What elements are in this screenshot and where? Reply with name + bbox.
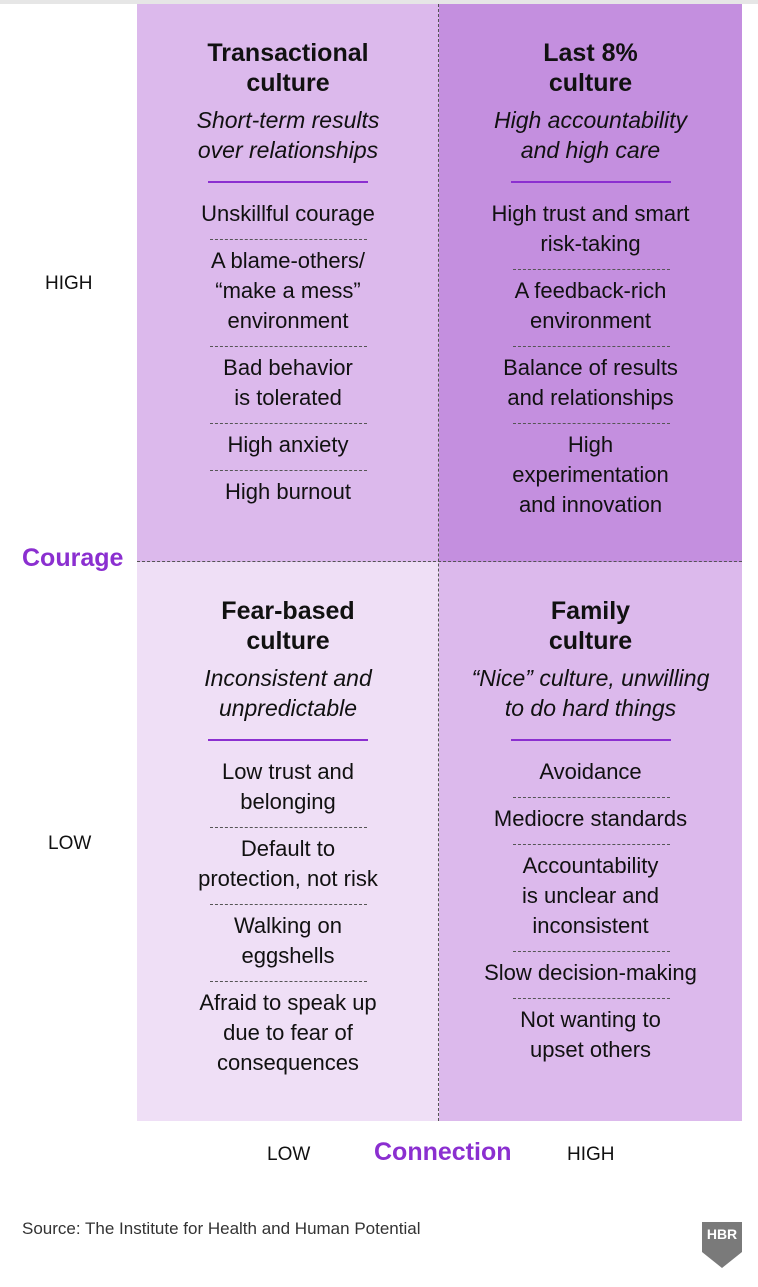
list-item: Accountability is unclear and inconsiste… (439, 844, 742, 951)
list-item: Avoidance (539, 759, 642, 784)
quadrant-title: Last 8% culture (543, 39, 638, 97)
accent-rule (208, 739, 368, 741)
accent-rule (510, 739, 671, 741)
list-item: Default to protection, not risk (137, 827, 439, 904)
x-axis-high-label: HIGH (567, 1144, 615, 1165)
x-axis-low-label: LOW (267, 1144, 311, 1165)
y-axis-low-label: LOW (48, 833, 92, 854)
list-item: High trust and smart risk-taking (491, 201, 690, 256)
quadrant-title: Fear-based culture (221, 597, 355, 655)
quadrant-subtitle: High accountability and high care (493, 107, 688, 163)
list-item: Bad behavior is tolerated (137, 346, 439, 423)
list-item: High experimentation and innovation (439, 423, 742, 530)
list-item: Mediocre standards (439, 797, 742, 844)
accent-rule (510, 181, 671, 183)
quadrant-transactional-culture: Transactional culture Short-term results… (137, 4, 439, 562)
list-item: Low trust and belonging (221, 759, 355, 814)
vertical-divider (438, 4, 439, 1121)
list-item: Not wanting to upset others (439, 998, 742, 1075)
y-axis-label: Courage (22, 544, 124, 572)
horizontal-divider (137, 561, 742, 562)
quadrant-last-8-culture: Last 8% culture High accountability and … (439, 4, 742, 562)
list-item: A blame-others/ “make a mess” environmen… (137, 239, 439, 346)
list-item: High anxiety (137, 423, 439, 470)
list-item: Unskillful courage (201, 201, 375, 226)
list-item: Walking on eggshells (137, 904, 439, 981)
source-note: Source: The Institute for Health and Hum… (22, 1219, 421, 1238)
quadrant-subtitle: Inconsistent and unpredictable (204, 665, 372, 721)
list-item: Afraid to speak up due to fear of conseq… (137, 981, 439, 1088)
top-bar (0, 0, 758, 4)
list-item: A feedback-rich environment (439, 269, 742, 346)
accent-rule (208, 181, 368, 183)
list-item: Slow decision-making (439, 951, 742, 998)
list-item: Balance of results and relationships (439, 346, 742, 423)
quadrant-fear-based-culture: Fear-based culture Inconsistent and unpr… (137, 562, 439, 1121)
x-axis-label: Connection (374, 1138, 512, 1166)
hbr-logo-icon: HBR (702, 1222, 742, 1268)
quadrant-title: Family culture (548, 597, 633, 655)
y-axis-high-label: HIGH (45, 273, 93, 294)
list-item: High burnout (137, 470, 439, 517)
svg-text:HBR: HBR (707, 1226, 737, 1242)
quadrant-family-culture: Family culture “Nice” culture, unwilling… (439, 562, 742, 1121)
quadrant-subtitle: Short-term results over relationships (196, 107, 380, 163)
quadrant-subtitle: “Nice” culture, unwilling to do hard thi… (471, 665, 710, 721)
quadrant-title: Transactional culture (207, 39, 369, 97)
